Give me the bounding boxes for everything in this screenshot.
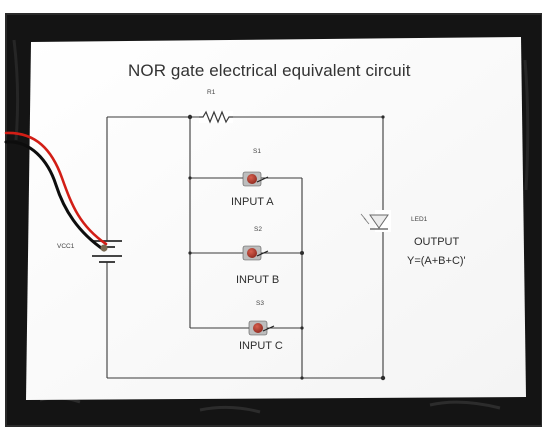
switch-s3-label: S3	[256, 300, 264, 307]
led-label: LED1	[411, 216, 428, 223]
output-label: OUTPUT	[414, 236, 460, 248]
switch-s1-label: S1	[253, 148, 261, 155]
junction-dots	[187, 114, 386, 381]
output-formula: Y=(A+B+C)'	[407, 255, 466, 267]
switch-s2-label: S2	[254, 226, 262, 233]
switch-s2-button	[242, 245, 269, 261]
resistor-label: R1	[207, 89, 216, 96]
supply-label: VCC1	[57, 243, 75, 250]
resistor-symbol	[199, 110, 233, 124]
red-wire	[4, 131, 108, 246]
input-a-label: INPUT A	[231, 196, 274, 208]
input-c-label: INPUT C	[239, 340, 283, 352]
diagram-title: NOR gate electrical equivalent circuit	[128, 61, 411, 80]
paper-sheet	[26, 37, 526, 400]
black-wire	[4, 140, 106, 252]
switch-s1-button	[242, 171, 269, 187]
led-symbol	[360, 210, 391, 232]
switch-s3-button	[248, 320, 275, 336]
input-b-label: INPUT B	[236, 274, 280, 286]
